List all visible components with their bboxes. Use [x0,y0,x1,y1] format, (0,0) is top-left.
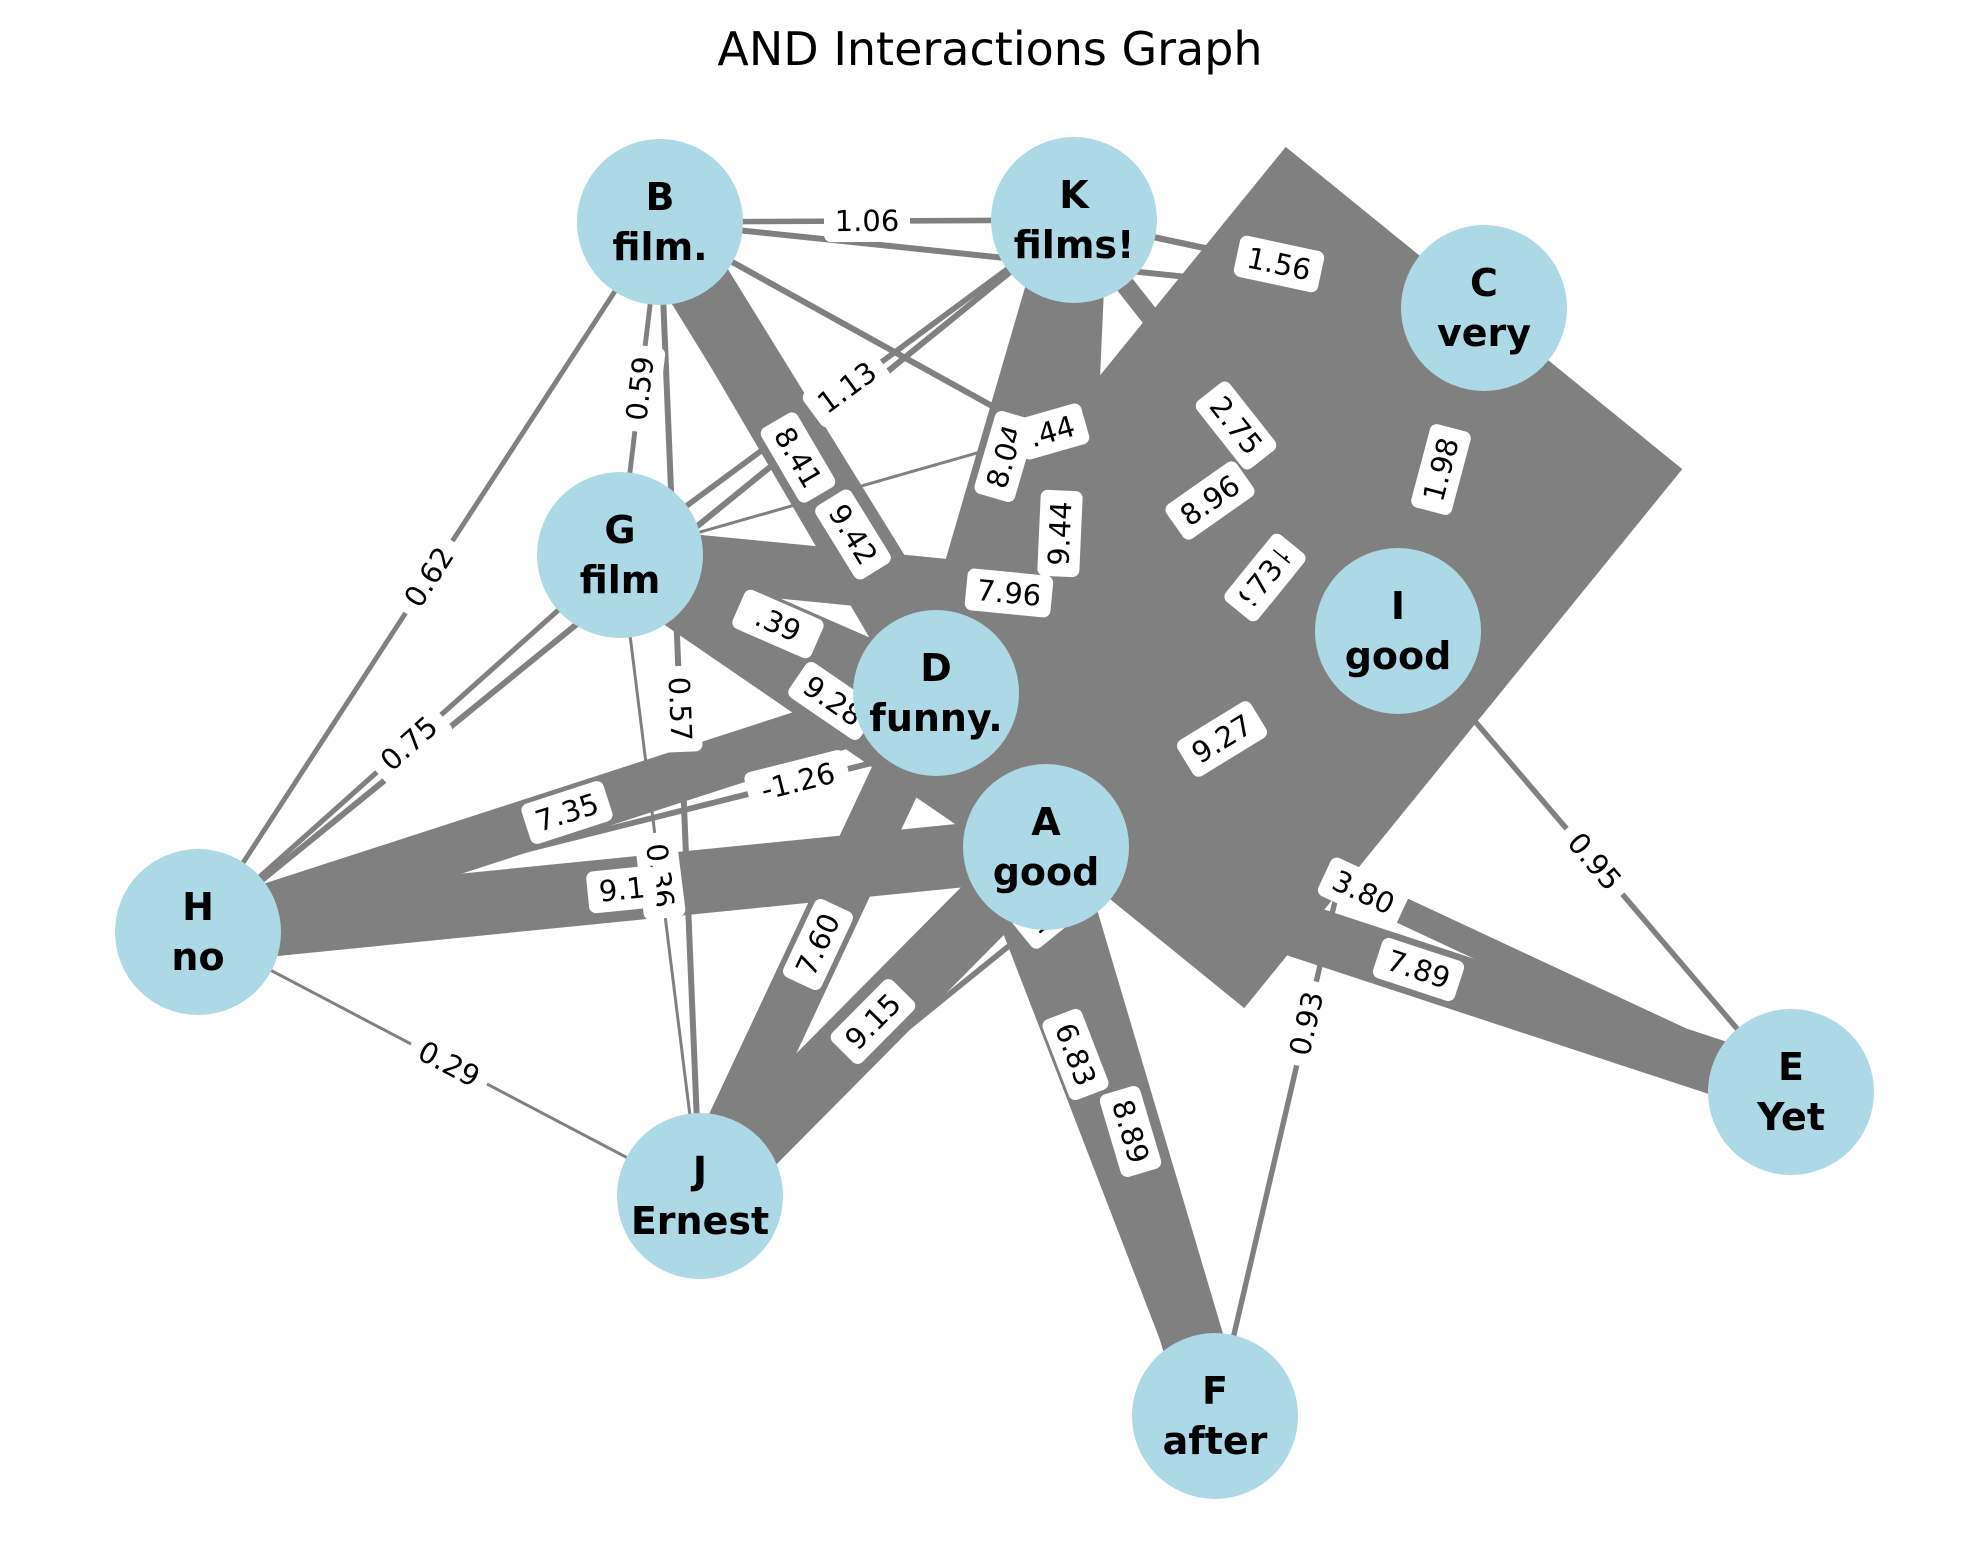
edge-label: 0.57 [657,665,703,753]
edge-label: 0.93 [1277,978,1336,1069]
edge-label-box [1165,461,1255,540]
edge-label-box [1176,701,1268,777]
node-id: D [920,646,952,690]
edge-label-box [1235,546,1295,609]
edge-label-box [964,568,1054,618]
node-word: very [1437,311,1531,355]
node-id: A [1031,800,1061,844]
edge-label-box [657,665,703,753]
edge-label-box [365,702,453,785]
edge-label-box [788,662,878,740]
edge-label-box [1037,489,1083,578]
edge-label-box [815,489,891,580]
edge-label-box [783,898,853,991]
edge-label: 73 [1235,546,1295,609]
edge-label: 1.06 [823,199,911,243]
node-circle [853,610,1019,776]
node-circle [115,849,281,1015]
edge-label: 7.96 [964,568,1054,618]
node-E: E Yet [1708,1009,1874,1175]
edge-label-box [1277,978,1336,1069]
edge-label-box [1014,403,1090,460]
edge-label-box [1553,818,1636,905]
node-word: films! [1014,223,1135,267]
node-id: K [1059,173,1090,217]
edge-label-text: 0.57 [662,676,699,742]
edge-label: .44 [1014,403,1090,460]
node-circle [1401,225,1567,391]
edge-label: 9.44 [1037,489,1083,578]
node-word: film. [612,225,707,269]
edge-label-box [1042,1008,1109,1101]
edge-label-box [823,199,911,243]
edge-label: 1.56 [1233,235,1325,293]
edge-label-box [1317,857,1410,928]
node-word: good [1345,634,1452,678]
node-id: I [1391,584,1405,628]
node-circle [577,139,743,305]
edge-label-box [1099,1086,1162,1177]
edge-label: 9.1 [586,865,658,914]
node-circle [537,472,703,638]
node-circle [617,1113,783,1279]
node-circle [963,764,1129,930]
node-word: film [580,558,661,602]
edge-label-box [390,532,468,622]
edge-label: 8.96 [1165,461,1255,540]
edge-label-text: 1.06 [835,204,900,238]
node-J: J Ernest [617,1113,783,1279]
edge-label-text: 9.44 [1042,500,1079,566]
node-word: funny. [869,696,1002,740]
node-id: F [1202,1369,1228,1413]
node-word: no [171,935,224,979]
edge-label-box [1411,424,1471,515]
edge-label-box [760,412,836,503]
edge-label-box [1372,937,1465,1002]
node-id: J [690,1149,707,1193]
node-word: good [993,850,1100,894]
edge-label: 0.62 [390,532,468,622]
node-circle [1132,1333,1298,1499]
edge-label: 0.59 [614,344,666,433]
node-circle [991,137,1157,303]
node-id: E [1778,1045,1804,1089]
node-id: C [1470,261,1498,305]
edge-label-box [614,344,666,433]
edge-label-text: 7.96 [975,573,1043,613]
edge-label-box [740,593,816,655]
node-id: H [182,885,214,929]
node-circle [1315,548,1481,714]
graph-title: AND Interactions Graph [717,22,1263,76]
node-word: Ernest [631,1199,769,1243]
edge-label-text: 0.59 [619,354,660,422]
node-id: B [646,175,675,219]
edge-label-box [1195,381,1277,470]
edge-label-box [802,347,892,428]
edge-label-text: 9.1 [597,870,646,908]
edge-label-box [830,979,916,1064]
node-H: Hno [115,849,281,1015]
edge-label: 0.29 [403,1027,495,1101]
node-word: Yet [1756,1095,1825,1139]
node-circle [1708,1009,1874,1175]
edge-label-box [1233,235,1325,293]
edge-label-text: 0.93 [1283,988,1331,1059]
node-id: G [604,508,635,552]
edge-label-box [586,865,658,914]
node-word: after [1163,1419,1268,1463]
edge-label-box [521,781,613,844]
edge-label-box [744,750,852,813]
edge-label-box [403,1027,495,1101]
